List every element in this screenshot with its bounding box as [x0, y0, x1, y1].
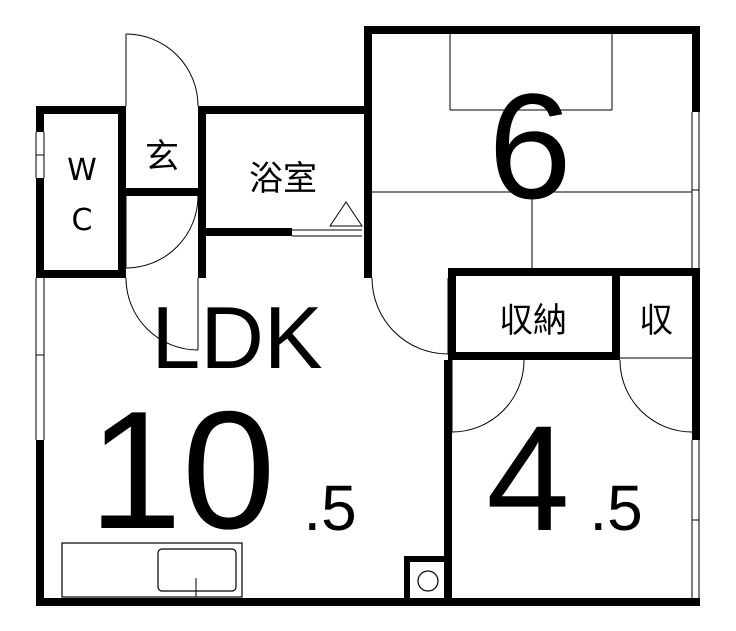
tatami6-size: 6 — [488, 62, 571, 230]
bath-triangle — [329, 201, 363, 227]
kitchen-counter — [61, 542, 243, 598]
washer-spot — [417, 570, 439, 592]
room45-size-decimal: .5 — [589, 472, 642, 544]
room45-size-main: 4 — [486, 394, 569, 562]
genkan-label: 玄 — [145, 137, 179, 177]
ldk-size-decimal: .5 — [303, 472, 356, 544]
storage-label: 収納 — [499, 301, 567, 341]
storage-small-label: 収 — [639, 301, 673, 341]
wc-label-bottom: C — [72, 203, 93, 238]
ldk-label: LDK — [151, 288, 322, 387]
ldk-size-main: 10 — [89, 376, 276, 564]
bath-label: 浴室 — [249, 159, 317, 199]
wc-label-top: W — [67, 153, 97, 188]
walls — [36, 26, 700, 606]
windows — [35, 112, 700, 600]
